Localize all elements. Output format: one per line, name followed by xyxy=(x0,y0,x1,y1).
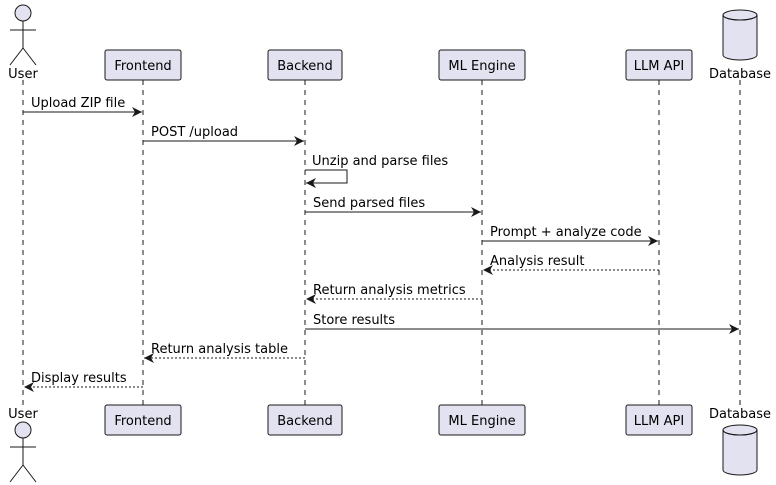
participant-label-user-top: User xyxy=(8,67,38,82)
message-label-3: Unzip and parse files xyxy=(312,154,448,169)
message-label-10: Display results xyxy=(31,371,127,386)
message-label-4: Send parsed files xyxy=(313,196,425,211)
message-label-9: Return analysis table xyxy=(151,342,288,357)
message-label-2: POST /upload xyxy=(151,125,238,140)
database-db-bottom-icon xyxy=(722,424,758,476)
message-label-5: Prompt + analyze code xyxy=(490,225,642,240)
message-label-7: Return analysis metrics xyxy=(313,283,466,298)
participant-label-ml-top: ML Engine xyxy=(448,59,515,74)
message-label-8: Store results xyxy=(313,313,395,328)
participant-box-backend-bottom xyxy=(267,404,343,436)
participant-label-db-top: Database xyxy=(709,67,771,82)
participant-label-ml-bottom: ML Engine xyxy=(448,414,515,429)
participant-label-frontend-bottom: Frontend xyxy=(114,414,171,429)
participant-box-frontend-top xyxy=(104,49,182,81)
participant-label-llm-bottom: LLM API xyxy=(634,414,684,429)
message-label-6: Analysis result xyxy=(490,254,584,269)
participant-box-backend-top xyxy=(267,49,343,81)
message-label-1: Upload ZIP file xyxy=(31,96,125,111)
participant-box-llm-top xyxy=(625,49,693,81)
participant-label-backend-top: Backend xyxy=(277,59,333,74)
message-arrow-3 xyxy=(305,169,348,188)
participant-label-llm-top: LLM API xyxy=(634,59,684,74)
participant-box-ml-top xyxy=(438,49,526,81)
participant-box-ml-bottom xyxy=(438,404,526,436)
database-db-top-icon xyxy=(722,9,758,61)
participant-label-frontend-top: Frontend xyxy=(114,59,171,74)
actor-user-bottom-icon xyxy=(9,421,37,483)
participant-box-llm-bottom xyxy=(625,404,693,436)
participant-label-user-bottom: User xyxy=(8,407,38,422)
participant-label-db-bottom: Database xyxy=(709,407,771,422)
participant-label-backend-bottom: Backend xyxy=(277,414,333,429)
participant-box-frontend-bottom xyxy=(104,404,182,436)
actor-user-top-icon xyxy=(9,4,37,66)
